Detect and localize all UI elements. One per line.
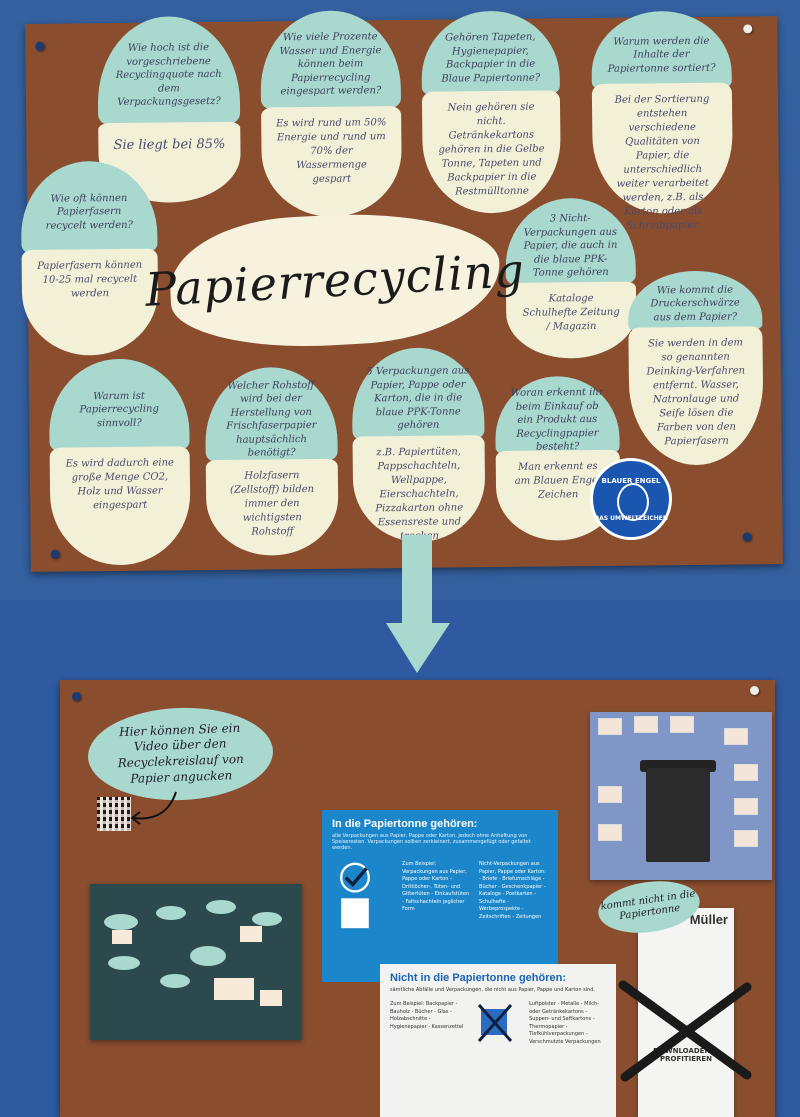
egg-question: Wie hoch ist die vorgeschriebene Recycli…	[97, 15, 241, 126]
white-poster-subtitle: sämtliche Abfälle und Verpackungen, die …	[390, 987, 596, 993]
egg-answer: Nein gehören sie nicht. Getränkekartons …	[421, 90, 562, 214]
bin-photo	[590, 712, 772, 880]
egg-answer: z.B. Papiertüten, Pappschachteln, Wellpa…	[352, 435, 486, 543]
photo-sticky	[734, 764, 758, 781]
page-title: Papierrecycling	[143, 243, 527, 317]
egg-answer: Es wird rund um 50% Energie und rund um …	[261, 106, 403, 218]
white-poster-col1: Zum Beispiel: Backpapier - Bauholz - Büc…	[390, 1001, 464, 1030]
blue-poster-col2: Nicht-Verpackungen aus Papier, Pappe ode…	[479, 861, 546, 920]
egg-answer: Holzfasern (Zellstoff) bilden immer den …	[205, 458, 339, 557]
egg-card: Wie viele Prozente Wasser und Energie kö…	[260, 10, 403, 231]
photo-sticky	[598, 786, 622, 803]
egg-card: Gehören Tapeten, Hygienepapier, Backpapi…	[421, 10, 562, 214]
angel-icon	[617, 483, 649, 521]
egg-card: Welcher Rohstoff wird bei der Herstellun…	[204, 366, 339, 558]
photo-sticky	[598, 824, 622, 841]
photo-note	[104, 914, 138, 930]
egg-card: Wie kommt die Druckerschwärze aus dem Pa…	[627, 270, 764, 471]
photo-note	[206, 900, 236, 914]
egg-answer: Bei der Sortierung entstehen verschieden…	[591, 82, 734, 232]
photo-sticky	[598, 718, 622, 735]
egg-question: 5 Verpackungen aus Papier, Pappe oder Ka…	[351, 347, 485, 441]
pin-icon	[743, 24, 753, 34]
blue-poster-col1: Zum Beispiel: Verpackungen aus Papier, P…	[402, 861, 470, 912]
photo-sticky	[634, 716, 658, 733]
egg-answer: Es wird dadurch eine große Menge CO2, Ho…	[49, 446, 191, 566]
egg-card: Warum ist Papierrecycling sinnvoll? Es w…	[48, 358, 191, 569]
white-poster-col2: Luftpolster - Metalle - Milch- oder Getr…	[529, 1001, 601, 1045]
photo-note	[252, 912, 282, 926]
egg-question: Wie kommt die Druckerschwärze aus dem Pa…	[627, 270, 763, 332]
photo-note	[160, 974, 190, 988]
egg-question: Woran erkennt ihr beim Einkauf ob ein Pr…	[494, 375, 620, 456]
photo-note	[156, 906, 186, 920]
white-info-poster: Nicht in die Papiertonne gehören: sämtli…	[380, 964, 616, 1117]
curved-arrow-icon	[130, 791, 177, 825]
egg-answer: Papierfasern können 10-25 mal recycelt w…	[21, 248, 159, 356]
receipt-store: Müller	[689, 912, 728, 927]
egg-question: Warum werden die Inhalte der Papiertonne…	[591, 10, 732, 91]
photo-sticky	[670, 716, 694, 733]
photo-note	[108, 956, 140, 970]
pin-icon	[35, 41, 45, 51]
blue-poster-subtitle: alle Verpackungen aus Papier, Pappe oder…	[332, 833, 531, 851]
egg-card: 5 Verpackungen aus Papier, Pappe oder Ka…	[351, 347, 486, 544]
photo-sticky	[214, 978, 254, 1000]
photo-sticky	[240, 926, 262, 942]
qr-code-icon[interactable]	[97, 797, 131, 831]
down-arrow-icon	[386, 535, 450, 673]
white-poster-title: Nicht in die Papiertonne gehören:	[390, 972, 567, 984]
receipt-download-text: DOWNLOADEN & PROFITIEREN	[653, 1047, 719, 1063]
blue-poster-title: In die Papiertonne gehören:	[332, 818, 478, 830]
blauer-engel-badge: BLAUER ENGEL DAS UMWELTZEICHEN	[590, 458, 672, 540]
no-items-icon	[477, 1004, 513, 1042]
egg-question: Welcher Rohstoff wird bei der Herstellun…	[204, 366, 338, 463]
pin-icon	[72, 692, 81, 701]
photo-sticky	[734, 798, 758, 815]
photo-sticky	[734, 830, 758, 847]
egg-question: Wie oft können Papierfasern recycelt wer…	[20, 160, 158, 255]
photo-sticky	[260, 990, 282, 1006]
trash-bin-icon	[646, 768, 710, 862]
egg-question: Gehören Tapeten, Hygienepapier, Backpapi…	[421, 10, 560, 96]
photo-sticky	[724, 728, 748, 745]
badge-top-text: BLAUER ENGEL	[601, 476, 661, 485]
egg-question: Wie viele Prozente Wasser und Energie kö…	[260, 10, 402, 110]
photo-note	[190, 946, 226, 966]
pin-icon	[750, 686, 759, 695]
egg-answer: Sie werden in dem so genannten Deinking-…	[628, 326, 764, 466]
photo-sticky	[112, 930, 132, 944]
bin-check-icon	[340, 862, 370, 929]
sorting-photo	[90, 884, 302, 1040]
egg-card: Wie oft können Papierfasern recycelt wer…	[20, 160, 159, 362]
blue-info-poster: In die Papiertonne gehören: alle Verpack…	[322, 810, 558, 982]
egg-card: Warum werden die Inhalte der Papiertonne…	[591, 10, 734, 232]
pin-icon	[742, 532, 752, 542]
cross-out-icon	[618, 980, 752, 1082]
egg-question: Warum ist Papierrecycling sinnvoll?	[48, 358, 190, 452]
